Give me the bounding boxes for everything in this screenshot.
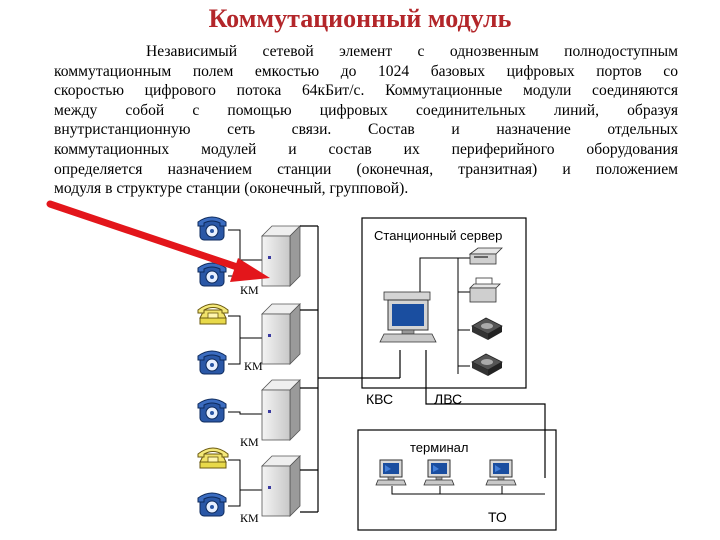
switching-module-server-icon xyxy=(261,303,301,365)
server-workstation-icon xyxy=(379,291,437,343)
disk-drive-icon xyxy=(471,317,503,340)
terminal-pc-icon xyxy=(375,459,407,486)
blue-telephone-icon xyxy=(197,216,227,241)
paragraph-line: скоростью цифрового потока 64кБит/с. Ком… xyxy=(54,82,678,100)
phone-line xyxy=(228,489,262,507)
switching-module-server-icon xyxy=(261,455,301,517)
paragraph-line: коммутационным полем емкостью до 1024 ба… xyxy=(54,62,678,80)
blue-telephone-icon xyxy=(197,262,227,287)
blue-telephone-icon xyxy=(197,492,227,517)
phone-line xyxy=(228,411,262,415)
paragraph-line: коммутационных модулей и состав их периф… xyxy=(54,140,678,158)
terminal-box xyxy=(357,429,557,531)
paragraph-line: Независимый сетевой элемент с однозвенны… xyxy=(146,43,678,60)
paragraph-line: определяется назначением станции (оконеч… xyxy=(54,160,678,178)
terminal-pc-icon xyxy=(423,459,455,486)
km-label: КМ xyxy=(240,283,259,297)
km-label: КМ xyxy=(240,435,259,449)
server-box xyxy=(361,217,527,389)
lvs-label: ЛВС xyxy=(434,391,462,407)
km-label: КМ xyxy=(240,511,259,525)
server-box-label: Станционный сервер xyxy=(374,228,502,243)
blue-telephone-icon xyxy=(197,398,227,423)
switching-module-server-icon xyxy=(261,379,301,441)
phone-line xyxy=(228,337,262,365)
blue-telephone-icon xyxy=(197,350,227,375)
terminal-pc-icon xyxy=(485,459,517,486)
to-label: ТО xyxy=(488,509,507,525)
description-paragraph: Независимый сетевой элемент с однозвенны… xyxy=(54,42,678,199)
page-title: Коммутационный модуль xyxy=(208,4,512,33)
red-arrow xyxy=(46,200,270,282)
phone-line xyxy=(228,459,262,491)
yellow-telephone-icon xyxy=(197,447,229,469)
phone-line xyxy=(228,229,262,261)
disk-drive-icon xyxy=(471,353,503,376)
km-label: КМ xyxy=(244,359,263,373)
paragraph-line: модуля в структуре станции (оконечный, г… xyxy=(54,180,409,198)
paragraph-line: внутристанционную сеть связи. Состав и н… xyxy=(54,121,678,139)
paragraph-line: между собой с помощью цифровых соедините… xyxy=(54,101,678,119)
phone-line xyxy=(228,315,262,339)
printer-icon xyxy=(469,277,501,303)
kvs-label: КВС xyxy=(366,391,393,407)
lvs-bus-line xyxy=(425,350,546,478)
yellow-telephone-icon xyxy=(197,303,229,325)
terminal-box-label: терминал xyxy=(410,440,468,455)
printer-icon xyxy=(468,247,503,265)
